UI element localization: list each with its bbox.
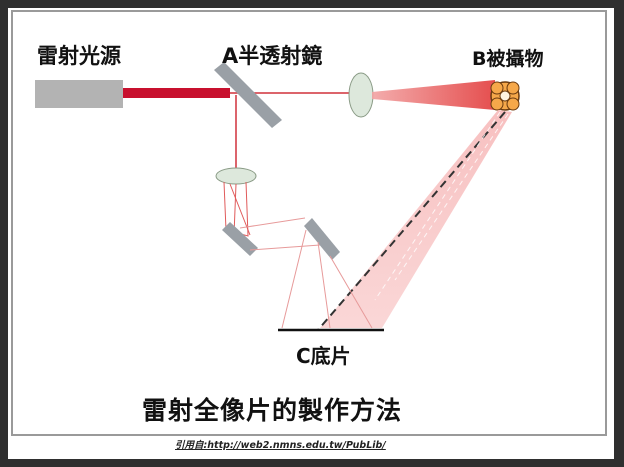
reference-beam-to-film-2 [329,255,373,329]
laser-source-label: 雷射光源 [37,44,121,68]
object-beam-fan [320,110,512,328]
reference-beam-to-film-3 [317,241,331,329]
laser-source-box [35,80,123,108]
reference-beam-across-top [239,217,306,229]
object-lens [348,72,374,118]
object-beam-dashed-center [317,111,506,331]
object-label: B被攝物 [472,48,544,70]
citation-text: 引用自:http://web2.nmns.edu.tw/PubLib/ [175,440,386,451]
beam-splitter-mirror [214,62,282,128]
reference-mirror-right [304,218,340,260]
diagram-caption: 雷射全像片的製作方法 [142,396,403,425]
reference-beam-to-film-1 [281,229,307,329]
beam-splitter-label: A半透射鏡 [222,44,323,68]
reference-beam-across-bottom [249,244,321,251]
object-beam-dashed-1 [374,111,501,301]
object-flower-icon [490,81,520,111]
film-label: C底片 [296,344,351,368]
laser-beam [123,88,230,98]
reference-mirror-left [222,222,258,256]
object-illumination-beam [372,80,495,110]
reference-lens [215,167,257,185]
object-beam-dashed-2 [394,113,509,281]
